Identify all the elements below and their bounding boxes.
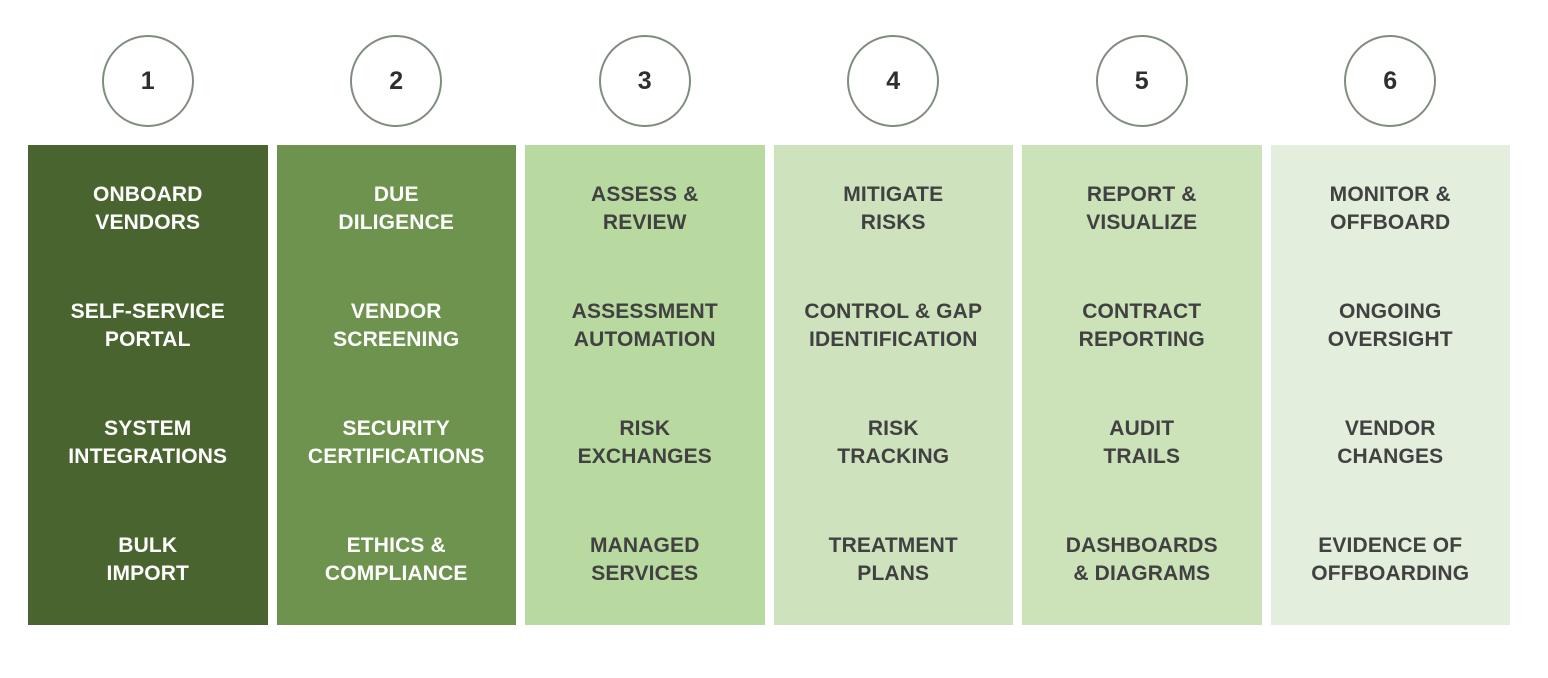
stage-header-line2: REVIEW bbox=[602, 210, 687, 234]
stage-header-line1: DUE bbox=[373, 183, 419, 206]
step-circle-6[interactable]: 6 bbox=[1344, 35, 1437, 127]
stage-header-line2: DILIGENCE bbox=[338, 210, 455, 234]
stage-item-line1: ASSESSMENT bbox=[571, 300, 718, 323]
stage-item[interactable]: VENDOR CHANGES bbox=[1277, 415, 1505, 470]
stage-item-line1: BULK bbox=[118, 534, 178, 557]
stage-item-line2: PORTAL bbox=[104, 327, 191, 351]
step-number-row: 1 2 3 4 5 6 bbox=[28, 33, 1510, 129]
stage-item-line2: INTEGRATIONS bbox=[68, 444, 228, 468]
step-number-label: 5 bbox=[1134, 66, 1149, 95]
step-circle-2[interactable]: 2 bbox=[350, 35, 443, 127]
stage-column-1[interactable]: ONBOARD VENDORS SELF-SERVICE PORTAL SYST… bbox=[28, 145, 268, 625]
stage-item[interactable]: VENDOR SCREENING bbox=[283, 298, 511, 353]
stage-item-line2: SCREENING bbox=[333, 327, 460, 351]
stage-item[interactable]: CONTRACT REPORTING bbox=[1028, 298, 1256, 353]
stage-item-line1: TREATMENT bbox=[828, 534, 958, 557]
stage-item-line2: EXCHANGES bbox=[577, 444, 712, 468]
stage-header-line2: OFFBOARD bbox=[1330, 210, 1451, 234]
step-number-label: 2 bbox=[389, 66, 404, 95]
stage-item-line2: IMPORT bbox=[106, 561, 190, 585]
stage-item-line2: REPORTING bbox=[1078, 327, 1205, 351]
stage-item[interactable]: ETHICS & COMPLIANCE bbox=[283, 532, 511, 587]
stage-header-6: MONITOR & OFFBOARD bbox=[1277, 181, 1505, 236]
stage-item[interactable]: EVIDENCE OF OFFBOARDING bbox=[1277, 532, 1505, 587]
stage-item-line2: CERTIFICATIONS bbox=[307, 444, 485, 468]
stage-header-5: REPORT & VISUALIZE bbox=[1028, 181, 1256, 236]
stage-item[interactable]: RISK TRACKING bbox=[780, 415, 1008, 470]
stage-header-line1: REPORT & bbox=[1086, 183, 1197, 206]
stage-item-line2: PLANS bbox=[857, 561, 930, 585]
stage-item[interactable]: ONGOING OVERSIGHT bbox=[1277, 298, 1505, 353]
stage-item-line1: MANAGED bbox=[589, 534, 700, 557]
step-number-cell-1: 1 bbox=[28, 33, 268, 129]
stage-item-line1: VENDOR bbox=[1344, 417, 1436, 440]
stage-item[interactable]: AUDIT TRAILS bbox=[1028, 415, 1256, 470]
stage-item-line2: TRAILS bbox=[1103, 444, 1181, 468]
stage-item-line1: DASHBOARDS bbox=[1065, 534, 1218, 557]
stage-item-line1: RISK bbox=[867, 417, 919, 440]
stage-column-6[interactable]: MONITOR & OFFBOARD ONGOING OVERSIGHT VEN… bbox=[1270, 145, 1510, 625]
step-number-cell-2: 2 bbox=[277, 33, 517, 129]
stage-column-row: ONBOARD VENDORS SELF-SERVICE PORTAL SYST… bbox=[28, 145, 1510, 625]
stage-item-line2: SERVICES bbox=[591, 561, 699, 585]
stage-column-4[interactable]: MITIGATE RISKS CONTROL & GAP IDENTIFICAT… bbox=[773, 145, 1013, 625]
stage-header-line1: ONBOARD bbox=[92, 183, 203, 206]
step-number-cell-4: 4 bbox=[774, 33, 1014, 129]
stage-item-line2: COMPLIANCE bbox=[324, 561, 468, 585]
stage-header-1: ONBOARD VENDORS bbox=[34, 181, 262, 236]
stage-column-5[interactable]: REPORT & VISUALIZE CONTRACT REPORTING AU… bbox=[1022, 145, 1262, 625]
stage-column-2[interactable]: DUE DILIGENCE VENDOR SCREENING SECURITY … bbox=[276, 145, 516, 625]
stage-item[interactable]: DASHBOARDS & DIAGRAMS bbox=[1028, 532, 1256, 587]
stage-header-line1: MONITOR & bbox=[1329, 183, 1451, 206]
stage-item-line1: ONGOING bbox=[1338, 300, 1442, 323]
stage-item-line1: AUDIT bbox=[1109, 417, 1175, 440]
step-number-cell-5: 5 bbox=[1022, 33, 1262, 129]
step-circle-4[interactable]: 4 bbox=[847, 35, 940, 127]
step-number-label: 6 bbox=[1383, 66, 1398, 95]
stage-item-line2: & DIAGRAMS bbox=[1073, 561, 1211, 585]
stage-header-line1: ASSESS & bbox=[591, 183, 699, 206]
stage-column-3[interactable]: ASSESS & REVIEW ASSESSMENT AUTOMATION RI… bbox=[525, 145, 765, 625]
stage-item[interactable]: BULK IMPORT bbox=[34, 532, 262, 587]
step-number-cell-6: 6 bbox=[1271, 33, 1511, 129]
stage-header-4: MITIGATE RISKS bbox=[780, 181, 1008, 236]
stage-item-line1: RISK bbox=[619, 417, 671, 440]
step-number-cell-3: 3 bbox=[525, 33, 765, 129]
stage-item[interactable]: TREATMENT PLANS bbox=[780, 532, 1008, 587]
stage-header-line2: VISUALIZE bbox=[1086, 210, 1198, 234]
stage-item[interactable]: MANAGED SERVICES bbox=[531, 532, 759, 587]
stage-item[interactable]: SYSTEM INTEGRATIONS bbox=[34, 415, 262, 470]
stage-item-line2: IDENTIFICATION bbox=[808, 327, 978, 351]
stage-item-line1: VENDOR bbox=[350, 300, 442, 323]
stage-item-line1: EVIDENCE OF bbox=[1318, 534, 1463, 557]
stage-header-line2: VENDORS bbox=[95, 210, 201, 234]
stage-item-line2: OVERSIGHT bbox=[1327, 327, 1453, 351]
step-circle-1[interactable]: 1 bbox=[101, 35, 194, 127]
stage-item[interactable]: ASSESSMENT AUTOMATION bbox=[531, 298, 759, 353]
stage-header-line1: MITIGATE bbox=[843, 183, 944, 206]
stage-item[interactable]: SELF-SERVICE PORTAL bbox=[34, 298, 262, 353]
stage-item-line1: CONTROL & GAP bbox=[804, 300, 983, 323]
stage-item-line2: CHANGES bbox=[1337, 444, 1444, 468]
step-number-label: 1 bbox=[140, 66, 155, 95]
stage-header-2: DUE DILIGENCE bbox=[283, 181, 511, 236]
stage-item-line1: ETHICS & bbox=[346, 534, 446, 557]
stage-item-line2: AUTOMATION bbox=[573, 327, 716, 351]
stage-item-line1: CONTRACT bbox=[1082, 300, 1202, 323]
stage-item[interactable]: SECURITY CERTIFICATIONS bbox=[283, 415, 511, 470]
stage-item-line2: OFFBOARDING bbox=[1311, 561, 1470, 585]
stage-item-line2: TRACKING bbox=[837, 444, 950, 468]
stage-item-line1: SECURITY bbox=[342, 417, 450, 440]
stage-item[interactable]: CONTROL & GAP IDENTIFICATION bbox=[780, 298, 1008, 353]
stage-header-3: ASSESS & REVIEW bbox=[531, 181, 759, 236]
step-circle-3[interactable]: 3 bbox=[598, 35, 691, 127]
stage-item-line1: SYSTEM bbox=[104, 417, 192, 440]
step-number-label: 3 bbox=[637, 66, 652, 95]
step-number-label: 4 bbox=[886, 66, 901, 95]
stage-item-line1: SELF-SERVICE bbox=[70, 300, 225, 323]
step-circle-5[interactable]: 5 bbox=[1095, 35, 1188, 127]
stage-item[interactable]: RISK EXCHANGES bbox=[531, 415, 759, 470]
stage-header-line2: RISKS bbox=[860, 210, 926, 234]
